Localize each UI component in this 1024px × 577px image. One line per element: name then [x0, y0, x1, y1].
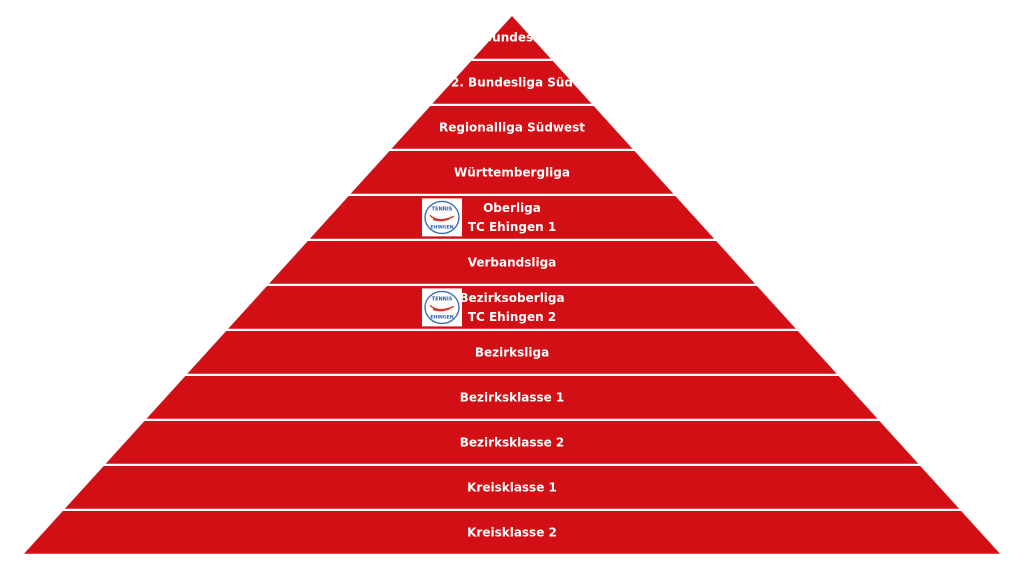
pyramid-tier-3 [391, 106, 633, 149]
tier-label: 2. Bundesliga Süd [451, 75, 573, 89]
tier-label: Bezirksklasse 2 [460, 435, 565, 449]
tier-league-label: Bezirksoberliga [459, 291, 564, 305]
logo-background [422, 198, 462, 237]
logo-ring [424, 290, 460, 325]
pyramid-tier-4 [350, 151, 674, 194]
pyramid-tier-8 [187, 331, 837, 374]
pyramid-tier-10 [105, 421, 919, 464]
tier-label: 1. Bundesliga [466, 30, 558, 44]
tennis-club-ehingen-logo-icon: TENNIS EHINGEN [422, 198, 462, 237]
logo-background [422, 288, 462, 327]
tier-label: Regionalliga Südwest [439, 120, 585, 134]
logo-swoosh [429, 214, 455, 222]
tier-label: Bezirksliga [475, 345, 549, 359]
pyramid-tier-9 [146, 376, 878, 419]
logo-swoosh [429, 304, 455, 312]
pyramid-tier-6 [268, 241, 756, 284]
tier-label: Kreisklasse 2 [467, 525, 557, 539]
tier-label: Württembergliga [454, 165, 570, 179]
tier-label: Bezirksklasse 1 [460, 390, 565, 404]
tier-club-label: TC Ehingen 1 [468, 220, 556, 234]
logo-bottom-text: EHINGEN [430, 314, 453, 320]
tier-club-label: TC Ehingen 2 [468, 310, 556, 324]
tier-label: Verbandsliga [468, 255, 557, 269]
pyramid-tiers: 1. Bundesliga 2. Bundesliga SüdRegionalli… [23, 16, 1001, 554]
tennis-club-ehingen-logo-icon: TENNIS EHINGEN [422, 288, 462, 327]
logo-ring [424, 200, 460, 235]
tier-label: Kreisklasse 1 [467, 480, 557, 494]
pyramid-tier-11 [64, 466, 960, 509]
pyramid-tier-2 [432, 61, 592, 104]
tier-league-label: Oberliga [483, 201, 541, 215]
logo-bottom-text: EHINGEN [430, 224, 453, 230]
logo-top-text: TENNIS [432, 206, 453, 212]
pyramid-tier-5 [309, 196, 715, 239]
pyramid-tier-7 [228, 286, 796, 329]
pyramid-tier-12 [23, 511, 1001, 554]
logo-top-text: TENNIS [432, 296, 453, 302]
pyramid-tier-1 [473, 16, 551, 59]
